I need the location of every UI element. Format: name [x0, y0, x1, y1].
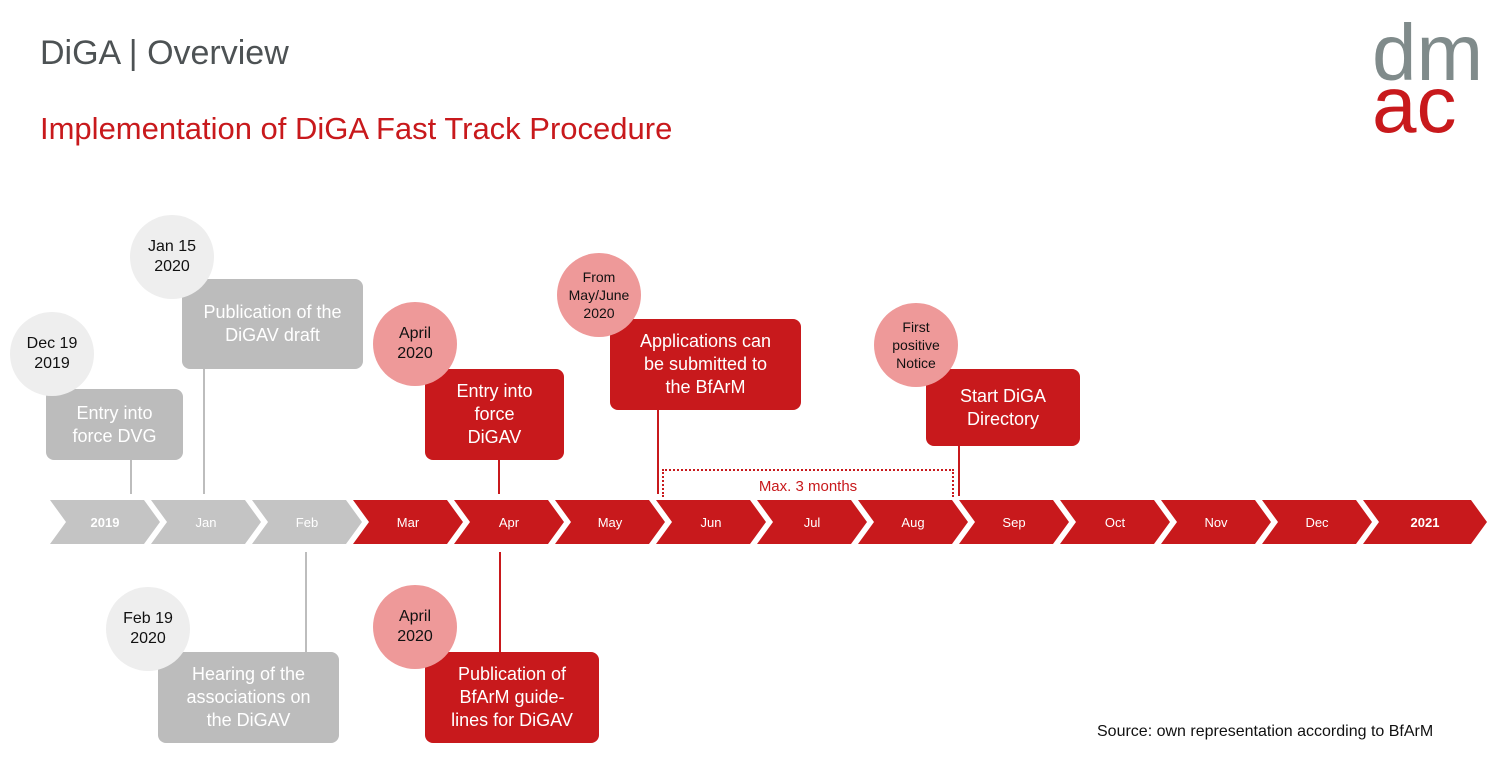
timeline-segment-2019	[50, 500, 160, 544]
date-circle-digav-draft: Jan 15 2020	[130, 215, 214, 299]
timeline-label-dec: Dec	[1305, 515, 1329, 530]
timeline-label-jul: Jul	[804, 515, 821, 530]
timeline-label-may: May	[598, 515, 623, 530]
svg-text:dm: dm	[1372, 12, 1483, 97]
timeline-segment-jan	[151, 500, 261, 544]
timeline-segment-jul	[757, 500, 867, 544]
timeline-label-apr: Apr	[499, 515, 520, 530]
timeline-label-nov: Nov	[1204, 515, 1228, 530]
timeline-segment-nov	[1161, 500, 1271, 544]
timeline-label-mar: Mar	[397, 515, 420, 530]
timeline-label-sep: Sep	[1002, 515, 1025, 530]
connector-digav	[498, 458, 500, 494]
timeline-segment-oct	[1060, 500, 1170, 544]
timeline-label-aug: Aug	[901, 515, 924, 530]
event-box-digav-draft: Publication of the DiGAV draft	[182, 279, 363, 369]
dmac-logo: dm ac	[1372, 12, 1483, 137]
date-circle-dvg: Dec 19 2019	[10, 312, 94, 396]
timeline-segment-jun	[656, 500, 766, 544]
timeline-label-jun: Jun	[701, 515, 722, 530]
timeline-segment-may	[555, 500, 665, 544]
timeline-segment-mar	[353, 500, 463, 544]
event-box-bfarm-guidelines: Publication of BfArM guide- lines for Di…	[425, 652, 599, 743]
date-circle-hearing: Feb 19 2020	[106, 587, 190, 671]
event-box-applications: Applications can be submitted to the BfA…	[610, 319, 801, 410]
connector-dvg	[130, 458, 132, 494]
source-note: Source: own representation according to …	[1097, 723, 1434, 740]
max-duration-bracket	[662, 469, 954, 497]
timeline-segment-sep	[959, 500, 1069, 544]
connector-guidelines	[499, 552, 501, 654]
connector-directory	[958, 444, 960, 496]
timeline-segment-2021	[1363, 500, 1487, 544]
svg-text:ac: ac	[1372, 60, 1457, 137]
event-box-hearing: Hearing of the associations on the DiGAV	[158, 652, 339, 743]
page-subtitle: Implementation of DiGA Fast Track Proced…	[40, 111, 673, 146]
timeline-label-2021: 2021	[1411, 515, 1440, 530]
timeline-segment-dec	[1262, 500, 1372, 544]
timeline-segment-aug	[858, 500, 968, 544]
timeline-segment-apr	[454, 500, 564, 544]
event-box-diga-directory: Start DiGA Directory	[926, 369, 1080, 446]
date-circle-digav-entry: April 2020	[373, 302, 457, 386]
event-box-dvg: Entry into force DVG	[46, 389, 183, 460]
timeline-label-2019: 2019	[91, 515, 120, 530]
date-circle-bfarm-guidelines: April 2020	[373, 585, 457, 669]
connector-draft	[203, 368, 205, 494]
connector-applications	[657, 408, 659, 494]
timeline-segment-feb	[252, 500, 362, 544]
timeline-label-oct: Oct	[1105, 515, 1126, 530]
event-box-digav-entry: Entry into force DiGAV	[425, 369, 564, 460]
timeline-label-jan: Jan	[196, 515, 217, 530]
date-circle-applications: From May/June 2020	[557, 253, 641, 337]
timeline-label-feb: Feb	[296, 515, 318, 530]
connector-hearing	[305, 552, 307, 654]
max-duration-label: Max. 3 months	[758, 478, 858, 495]
page-title: DiGA | Overview	[40, 34, 289, 72]
date-circle-first-notice: First positive Notice	[874, 303, 958, 387]
